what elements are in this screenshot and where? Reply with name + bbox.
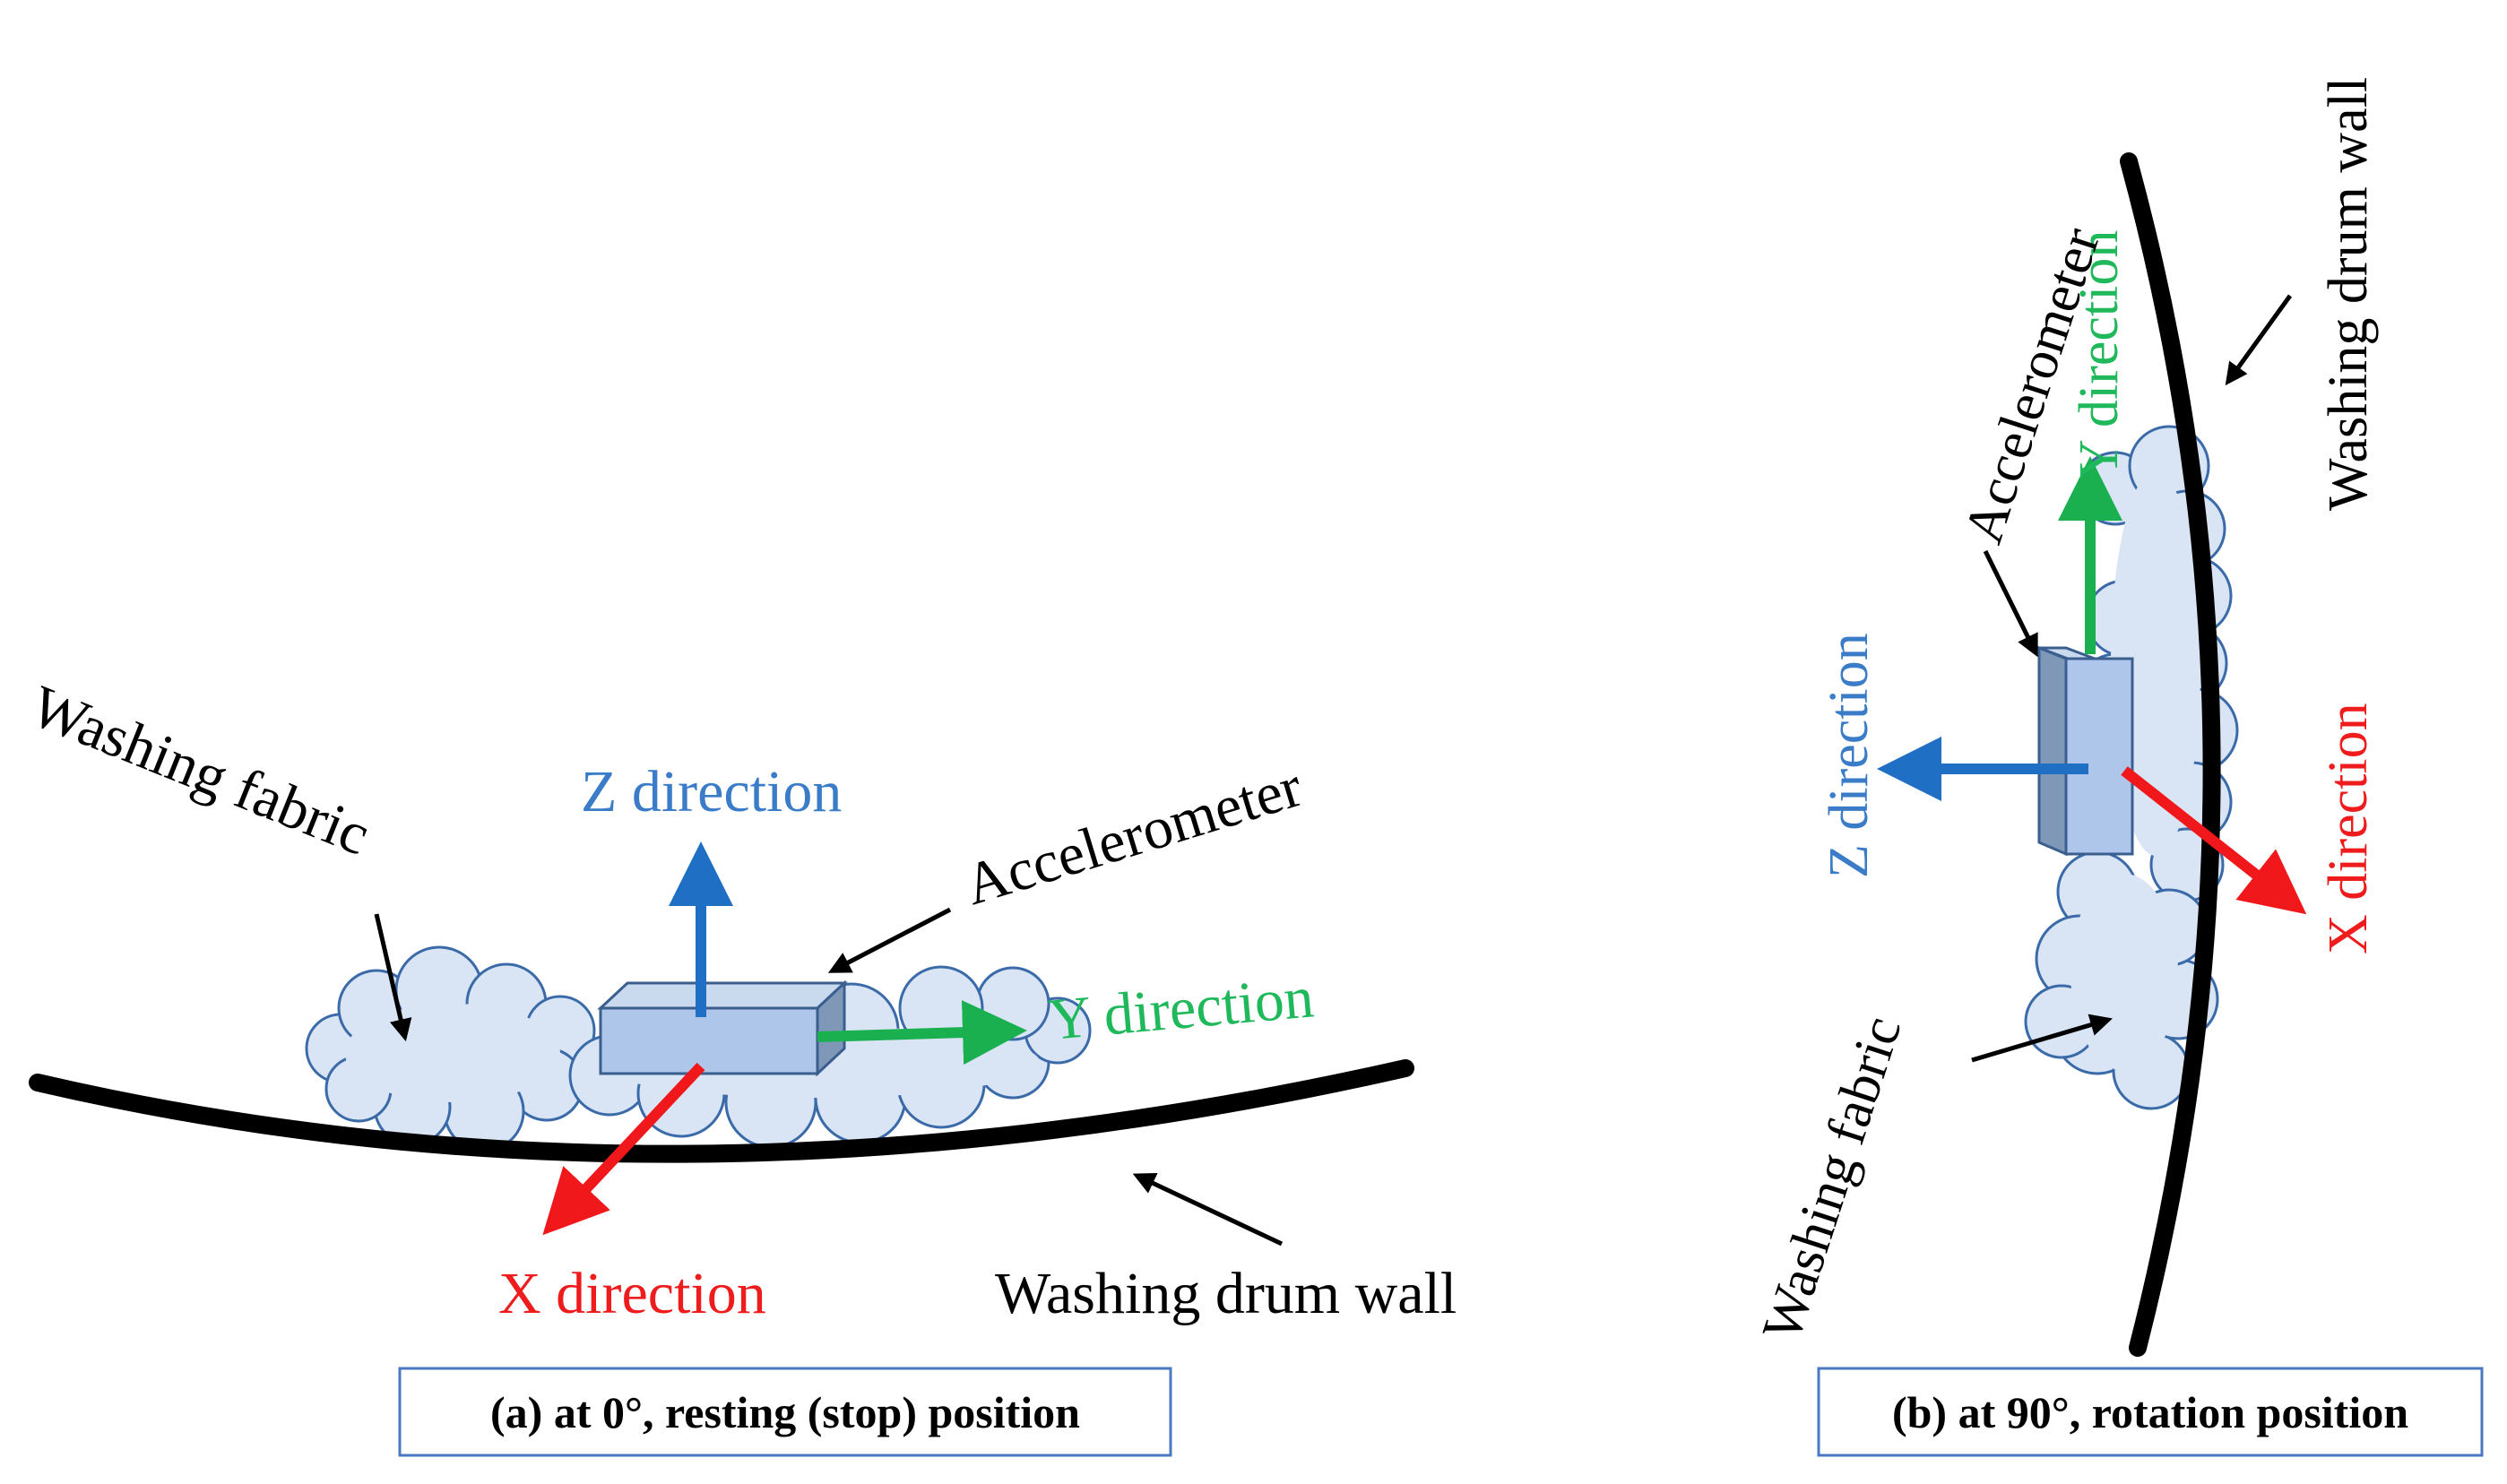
drum-wall-label-b: Washing drum wall — [2318, 77, 2379, 511]
caption-box-a — [398, 1367, 1172, 1457]
caption-box-b — [1817, 1367, 2484, 1457]
drum-wall-a — [29, 1059, 1414, 1163]
fabric-pointer-arrow-a — [374, 913, 412, 1042]
washing-fabric-label-a: Washing fabric — [22, 673, 378, 867]
y-axis-arrow-a — [817, 1000, 1027, 1066]
accelerometer-box-b — [2037, 645, 2134, 857]
accelerometer-box-a — [597, 979, 848, 1077]
x-direction-label-b: X direction — [2318, 703, 2379, 954]
z-direction-label-b: Z direction — [1819, 633, 1880, 878]
accelerometer-pointer-arrow-b — [1983, 549, 2038, 658]
washing-fabric-label-b: Washing fabric — [1751, 1009, 1914, 1348]
x-direction-label-a: X direction — [498, 1261, 766, 1326]
caption-a: (a) at 0°, resting (stop) position — [490, 1387, 1080, 1437]
drum-wall-label-a: Washing drum wall — [995, 1261, 1457, 1326]
fabric-pointer-arrow-b — [1971, 1014, 2113, 1063]
y-direction-label-a: Y direction — [1046, 964, 1317, 1053]
drum-wall-b — [2120, 152, 2221, 1357]
drum-pointer-arrow-b — [2225, 294, 2293, 386]
accelerometer-pointer-arrow-a — [827, 907, 952, 973]
x-axis-arrow-b — [2121, 766, 2307, 915]
x-axis-arrow-a — [542, 1062, 705, 1236]
drum-pointer-arrow-a — [1132, 1173, 1284, 1247]
y-direction-label-b: Y direction — [2069, 230, 2130, 479]
panel-a: Z direction Y direction X direction Acce… — [22, 673, 1457, 1457]
accelerometer-label-a: Accelerometer — [957, 754, 1310, 918]
caption-b: (b) at 90°, rotation position — [1892, 1387, 2408, 1437]
z-direction-label-a: Z direction — [581, 759, 842, 824]
panel-b: Z direction Y direction X direction Acce… — [1751, 77, 2484, 1457]
